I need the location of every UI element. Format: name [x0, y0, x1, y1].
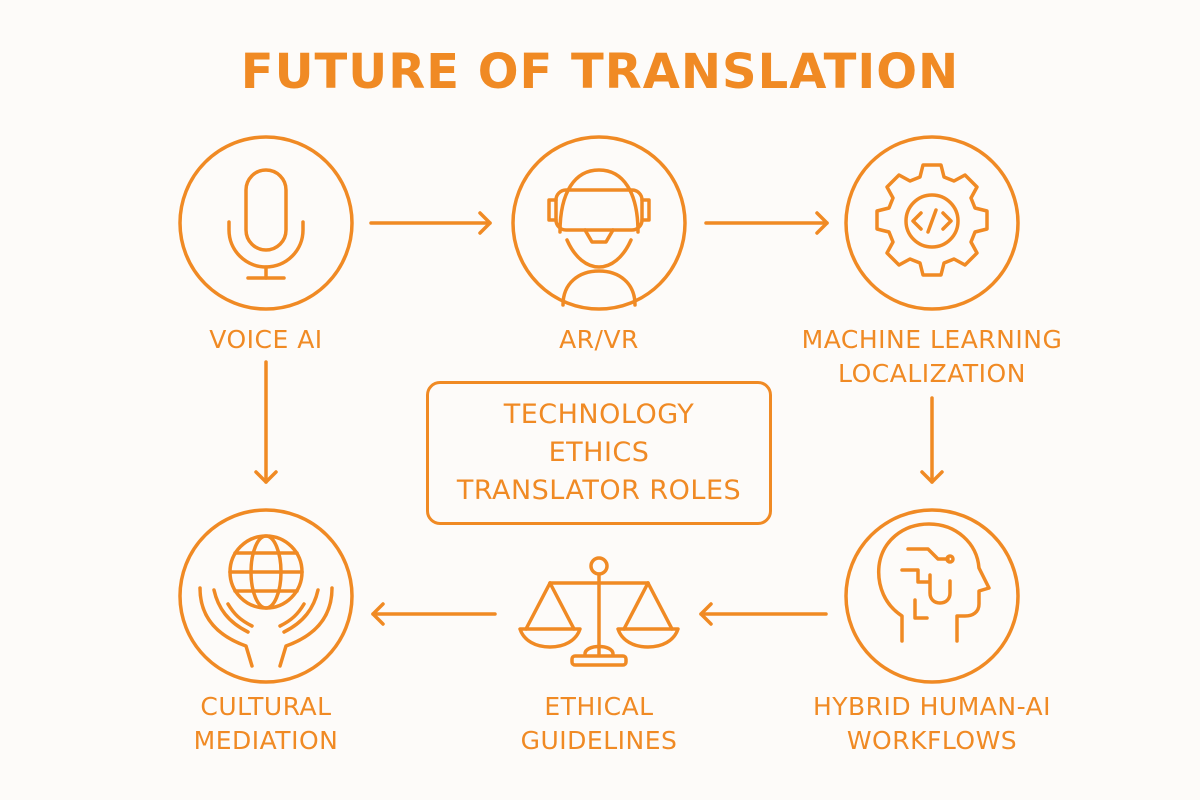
human-head-circuit-icon [876, 522, 991, 643]
center-topic-ethics: ETHICS [548, 437, 650, 468]
machine-learning-circle [844, 135, 1020, 311]
center-topics-box: TECHNOLOGY ETHICS TRANSLATOR ROLES [426, 381, 772, 525]
voice-ai-circle [178, 135, 354, 311]
arrow-ml-to-hybrid [920, 396, 944, 484]
ar-vr-circle [511, 135, 687, 311]
node-label-ethical-guidelines: ETHICAL GUIDELINES [520, 692, 678, 755]
node-label-ar-vr: AR/VR [559, 325, 639, 354]
hybrid-workflows-circle [844, 508, 1020, 684]
arrow-voice-to-arvr [369, 211, 492, 235]
arrow-hybrid-to-ethics [699, 602, 828, 626]
globe-in-hands-icon [198, 534, 334, 668]
microphone-icon [227, 168, 305, 280]
node-label-hybrid-human-ai-workflows: HYBRID HUMAN-AI WORKFLOWS [812, 692, 1052, 755]
diagram-title: FUTURE OF TRANSLATION [240, 44, 960, 100]
node-label-machine-learning-localization: MACHINE LEARNING LOCALIZATION [801, 325, 1063, 388]
arrow-arvr-to-ml [704, 211, 829, 235]
center-topic-technology: TECHNOLOGY [503, 399, 695, 430]
gear-code-icon [875, 163, 989, 277]
arrow-voice-to-cultural [254, 360, 278, 484]
node-label-cultural-mediation: CULTURAL MEDIATION [193, 692, 339, 755]
node-label-voice-ai: VOICE AI [209, 325, 323, 354]
arrow-ethics-to-cultural [371, 602, 497, 626]
balance-scale-icon [518, 556, 680, 667]
vr-headset-icon [547, 168, 651, 307]
cultural-mediation-circle [178, 508, 354, 684]
center-topic-translator-roles: TRANSLATOR ROLES [456, 475, 742, 506]
